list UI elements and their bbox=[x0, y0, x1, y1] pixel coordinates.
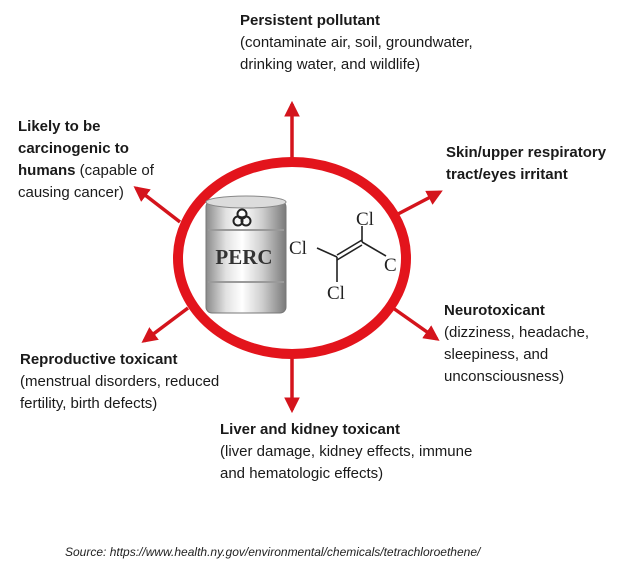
effect-liver-kidney-toxicant: Liver and kidney toxicant (liver damage,… bbox=[220, 419, 480, 485]
atom-cl-left: Cl bbox=[289, 238, 307, 259]
effect-detail: (capable of causing cancer) bbox=[18, 162, 154, 201]
effect-heading: Skin/upper respiratory tract/eyes irrita… bbox=[446, 144, 607, 183]
effect-detail: (menstrual disorders, reduced fertility,… bbox=[20, 373, 220, 412]
atom-c-right: C bbox=[384, 255, 397, 276]
effect-irritant: Skin/upper respiratory tract/eyes irrita… bbox=[446, 142, 624, 186]
effect-heading: Neurotoxicant bbox=[444, 302, 545, 319]
effect-heading: Persistent pollutant bbox=[240, 12, 381, 29]
arrow-up-left bbox=[133, 186, 182, 224]
molecule-structure: Cl Cl Cl C bbox=[289, 209, 397, 304]
effect-detail: (dizziness, headache, sleepiness, and un… bbox=[444, 324, 590, 385]
effect-neurotoxicant: Neurotoxicant (dizziness, headache, slee… bbox=[444, 300, 622, 388]
atom-cl-bottom: Cl bbox=[327, 283, 345, 304]
effect-persistent-pollutant: Persistent pollutant (contaminate air, s… bbox=[240, 10, 500, 76]
effect-heading: Likely to be carcinogenic to humans bbox=[18, 118, 129, 179]
barrel-label: PERC bbox=[215, 245, 272, 269]
effect-heading: Reproductive toxicant bbox=[20, 351, 178, 368]
biohazard-icon bbox=[232, 208, 252, 227]
effect-detail: (contaminate air, soil, groundwater, dri… bbox=[240, 34, 473, 73]
atom-cl-top: Cl bbox=[356, 209, 374, 230]
source-citation: Source: https://www.health.ny.gov/enviro… bbox=[65, 545, 481, 559]
arrow-down-left bbox=[141, 306, 190, 343]
effect-detail: (liver damage, kidney effects, immune an… bbox=[220, 443, 473, 482]
effect-heading: Liver and kidney toxicant bbox=[220, 421, 401, 438]
arrow-up-right bbox=[397, 190, 443, 216]
arrow-down-right bbox=[391, 306, 440, 341]
arrows bbox=[133, 100, 443, 414]
effect-carcinogenic: Likely to be carcinogenic to humans (cap… bbox=[18, 116, 188, 204]
effect-reproductive-toxicant: Reproductive toxicant (menstrual disorde… bbox=[20, 349, 220, 415]
barrel-icon: PERC bbox=[205, 195, 287, 314]
